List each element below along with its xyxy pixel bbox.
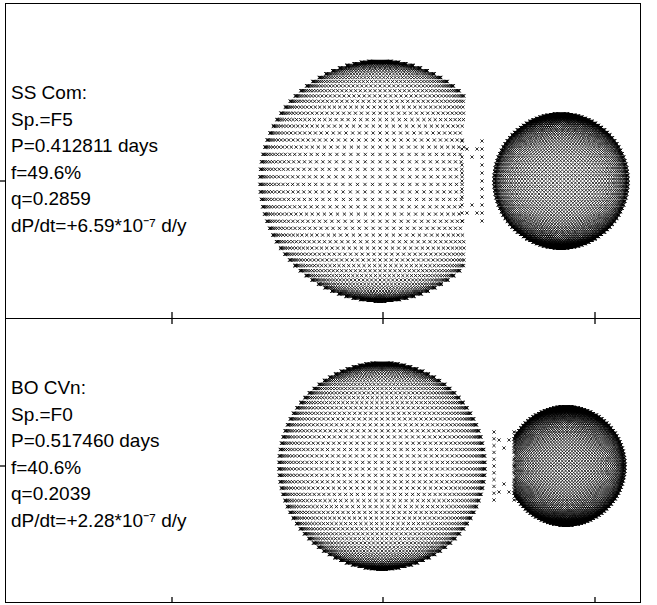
axis-ticks	[0, 181, 595, 603]
parameter-label: SS Com:	[11, 80, 87, 107]
parameter-label: Sp.=F5	[11, 107, 73, 134]
parameter-label: q=0.2859	[11, 186, 91, 213]
parameter-label: dP/dt=+6.59*10⁻⁷ d/y	[11, 213, 187, 240]
parameter-label: Sp.=F0	[11, 402, 73, 429]
parameter-label: P=0.412811 days	[11, 133, 158, 160]
neck-region	[460, 139, 483, 222]
secondary-star	[512, 406, 626, 527]
primary-star	[258, 60, 465, 303]
parameter-label: BO CVn:	[11, 375, 86, 402]
binary-star-surface	[258, 60, 629, 571]
plot-panel: BO CVn:Sp.=F0P=0.517460 daysf=40.6%q=0.2…	[5, 318, 641, 603]
parameter-label: f=40.6%	[11, 455, 81, 482]
parameter-label: q=0.2039	[11, 481, 91, 508]
parameter-label: P=0.517460 days	[11, 428, 159, 455]
parameter-label: f=49.6%	[11, 160, 81, 187]
parameter-label: dP/dt=+2.28*10⁻⁷ d/y	[11, 508, 187, 535]
primary-star	[277, 362, 486, 571]
plot-panel: SS Com:Sp.=F5P=0.412811 daysf=49.6%q=0.2…	[5, 3, 641, 319]
neck-region	[492, 430, 515, 501]
secondary-star	[492, 113, 629, 250]
